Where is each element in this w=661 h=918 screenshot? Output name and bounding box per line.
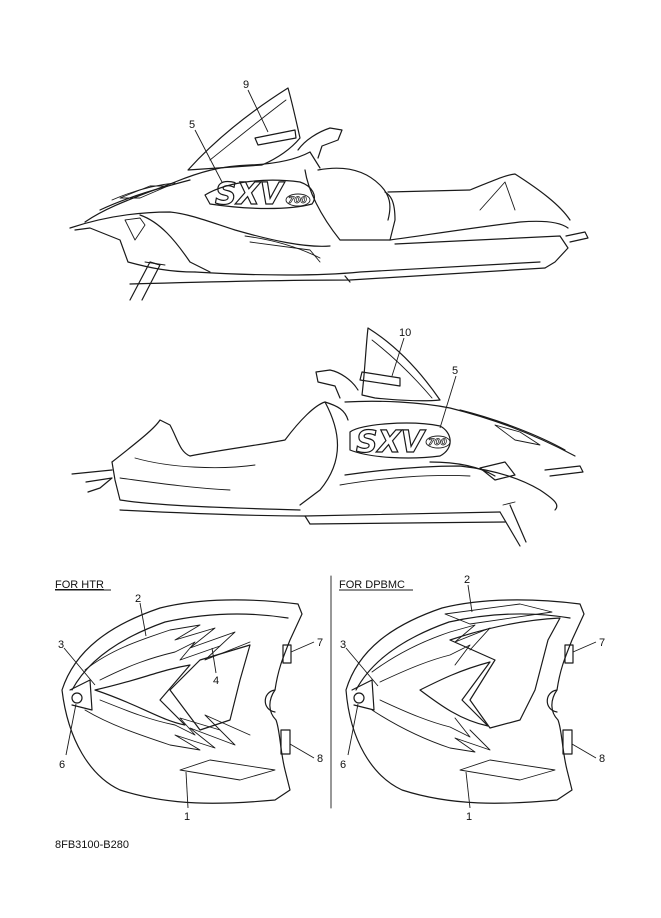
snowmobile-side-view-right: SXV 700 (71, 327, 584, 547)
callout-5-top: 5 (189, 119, 195, 131)
callout-7-right: 7 (599, 637, 605, 649)
callout-8-right: 8 (599, 753, 605, 765)
callouts-middle: 10 5 (391, 327, 458, 429)
logo-sxv-mid: SXV (356, 425, 427, 460)
callout-4-left: 4 (213, 675, 219, 687)
caption-for-htr: FOR HTR (55, 579, 104, 591)
logo-700-mid: 700 (428, 438, 447, 448)
callouts-top: 9 5 (189, 79, 269, 183)
snowmobile-side-view-left: SXV 700 (69, 87, 589, 301)
callout-3-left: 3 (58, 639, 64, 651)
callout-1-left: 1 (184, 811, 190, 823)
decal-9-shape (254, 129, 297, 146)
callout-2-right: 2 (464, 574, 470, 586)
callout-3-right: 3 (340, 639, 346, 651)
callout-6-right: 6 (340, 759, 346, 771)
panel-right-labels: FOR DPBMC 2 3 6 7 8 1 (339, 574, 605, 823)
panel-left-labels: FOR HTR 2 3 4 6 7 8 1 (55, 579, 323, 823)
callout-5-mid: 5 (452, 365, 458, 377)
callout-9: 9 (243, 79, 249, 91)
drawing-code: 8FB3100-B280 (55, 839, 129, 851)
logo-700-top: 700 (288, 196, 307, 206)
callout-1-right: 1 (466, 811, 472, 823)
logo-sxv-top: SXV (215, 177, 286, 212)
hood-top-view-htr (61, 599, 303, 804)
decal-10-shape (359, 371, 401, 387)
callout-7-left: 7 (317, 637, 323, 649)
callout-2-left: 2 (135, 593, 141, 605)
caption-for-dpbmc: FOR DPBMC (339, 579, 405, 591)
callout-6-left: 6 (59, 759, 65, 771)
callout-10: 10 (399, 327, 411, 339)
hood-top-view-dpbmc (345, 599, 585, 804)
callout-8-left: 8 (317, 753, 323, 765)
